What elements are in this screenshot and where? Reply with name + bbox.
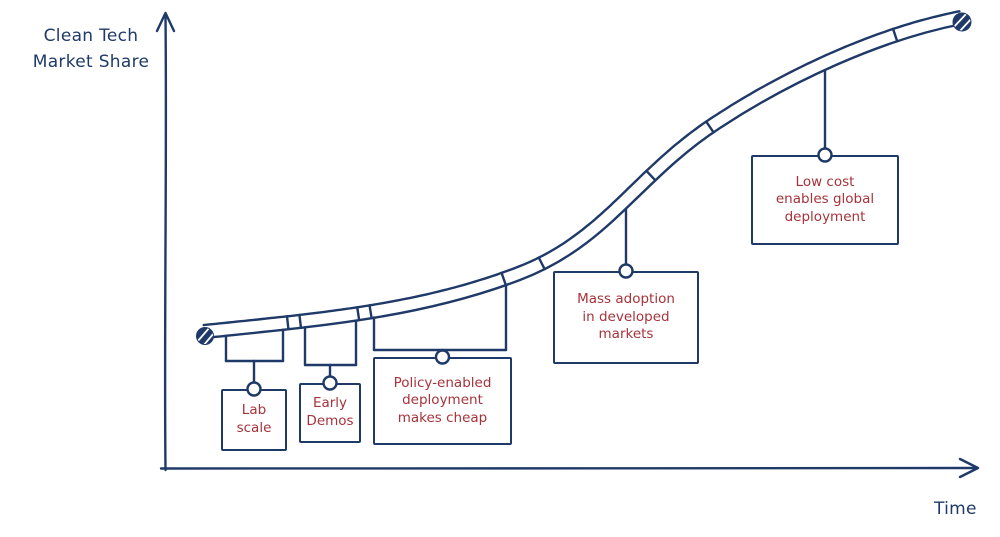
start-hatched-circle-icon [196,327,214,345]
x-axis-line [159,466,978,470]
callout-low-cost-global: Low cost enables global deployment [751,155,899,245]
callout-lab-scale: Lab scale [221,389,287,451]
end-hatched-circle-icon [952,12,972,32]
callout-early-demos: Early Demos [299,383,361,443]
y-axis-line [163,14,168,472]
callout-text: Policy-enabled deployment makes cheap [393,374,492,426]
end-hatch-lines [953,13,971,31]
x-axis-label: Time [934,499,977,519]
y-axis-label: Clean Tech Market Share [32,26,150,72]
start-hatch-lines [197,328,213,344]
callout-text: Low cost enables global deployment [775,173,875,225]
callout-mass-adoption: Mass adoption in developed markets [553,271,699,364]
callout-policy-enabled-deployment: Policy-enabled deployment makes cheap [373,357,512,445]
callout-text: Early Demos [306,395,354,429]
x-axis-arrowhead-icon [958,457,980,479]
callout-text: Mass adoption in developed markets [577,291,675,343]
callout-text: Lab scale [236,402,272,436]
callout-connectors [224,69,827,384]
connector-nodes [246,147,833,397]
